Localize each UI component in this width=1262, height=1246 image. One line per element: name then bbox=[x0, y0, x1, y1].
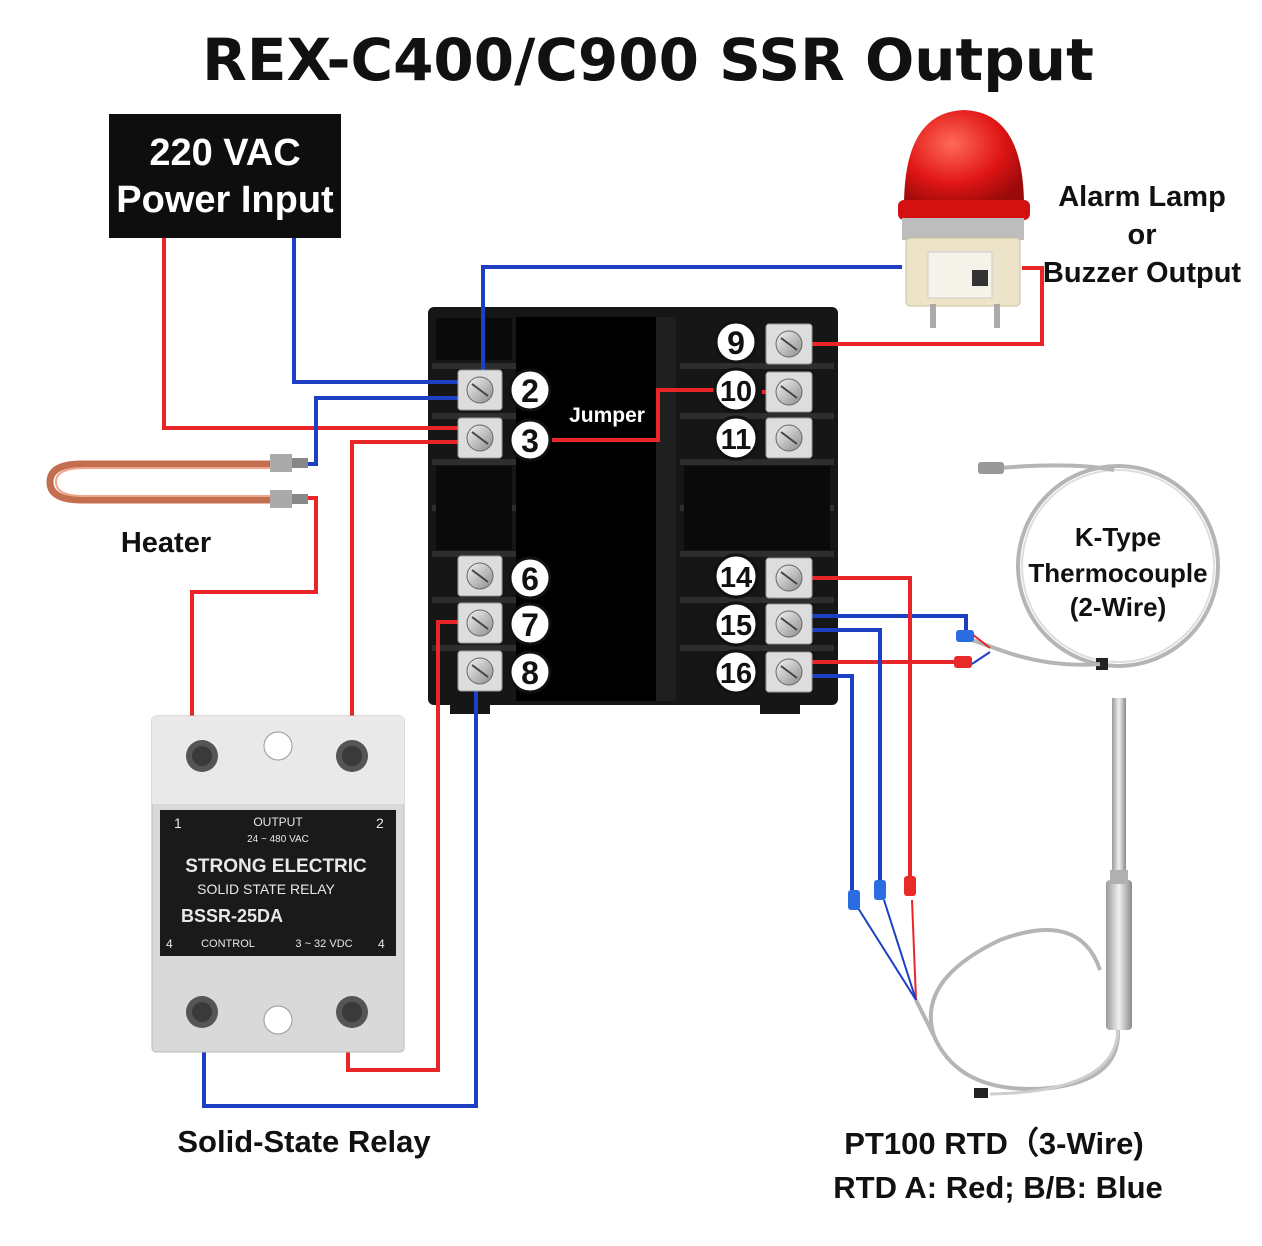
ssr-pin-3: 4 bbox=[166, 937, 173, 951]
svg-text:7: 7 bbox=[521, 607, 539, 643]
ssr-control-label: CONTROL bbox=[201, 938, 255, 950]
terminal-badge-7: 7 bbox=[508, 602, 552, 646]
svg-text:(2-Wire): (2-Wire) bbox=[1070, 592, 1167, 622]
ssr-output-label: OUTPUT bbox=[253, 815, 303, 829]
svg-text:2: 2 bbox=[521, 373, 539, 409]
svg-text:or: or bbox=[1128, 219, 1157, 251]
ssr-caption: Solid-State Relay bbox=[177, 1124, 431, 1159]
rtd-red-wire bbox=[790, 576, 912, 878]
ssr-type: SOLID STATE RELAY bbox=[197, 881, 335, 897]
svg-text:15: 15 bbox=[720, 610, 752, 642]
page-title: REX-C400/C900 SSR Output bbox=[202, 26, 1094, 94]
screw-6 bbox=[457, 555, 503, 597]
svg-text:16: 16 bbox=[720, 658, 752, 690]
svg-text:Buzzer Output: Buzzer Output bbox=[1043, 257, 1241, 289]
svg-text:14: 14 bbox=[720, 562, 752, 594]
terminal-badge-6: 6 bbox=[508, 556, 552, 600]
svg-text:8: 8 bbox=[521, 655, 539, 691]
screw-2 bbox=[457, 369, 503, 411]
svg-text:6: 6 bbox=[521, 561, 539, 597]
screw-11 bbox=[765, 417, 813, 459]
tc-blue-wire bbox=[790, 614, 968, 636]
pt100-rtd-probe bbox=[848, 698, 1132, 1098]
terminal-badge-10: 10 bbox=[713, 367, 759, 413]
jumper-wire bbox=[552, 388, 714, 442]
svg-text:K-Type: K-Type bbox=[1075, 522, 1161, 552]
screw-10 bbox=[765, 371, 813, 413]
terminal-badge-11: 11 bbox=[713, 415, 759, 461]
power-input-line2: Power Input bbox=[116, 179, 334, 221]
alarm-lamp bbox=[898, 110, 1030, 328]
k-type-thermocouple bbox=[954, 462, 1220, 670]
svg-text:RTD A: Red; B/B: Blue: RTD A: Red; B/B: Blue bbox=[833, 1170, 1163, 1205]
wires bbox=[162, 238, 1044, 1108]
screw-14 bbox=[765, 557, 813, 599]
terminal-screws bbox=[457, 323, 813, 693]
ssr-control-range: 3 ~ 32 VDC bbox=[295, 938, 352, 950]
svg-text:11: 11 bbox=[721, 424, 752, 456]
screw-15 bbox=[765, 603, 813, 645]
terminal-badge-9: 9 bbox=[714, 320, 758, 364]
ssr-control-blue-wire bbox=[202, 670, 478, 1108]
ssr-output-range: 24 ~ 480 VAC bbox=[247, 834, 309, 845]
power-input-line1: 220 VAC bbox=[149, 132, 300, 174]
svg-text:9: 9 bbox=[727, 325, 745, 361]
screw-16 bbox=[765, 651, 813, 693]
power-input-box: 220 VAC Power Input bbox=[109, 114, 341, 238]
power-red-wire bbox=[162, 238, 472, 430]
svg-text:Alarm Lamp: Alarm Lamp bbox=[1058, 181, 1226, 213]
alarm-red-wire bbox=[792, 266, 1044, 346]
ssr-output2-red-wire bbox=[350, 440, 474, 744]
alarm-blue-wire bbox=[481, 265, 902, 385]
ssr-brand: STRONG ELECTRIC bbox=[185, 856, 367, 877]
svg-text:PT100 RTD（3-Wire): PT100 RTD（3-Wire) bbox=[844, 1126, 1143, 1161]
screw-7 bbox=[457, 602, 503, 644]
ssr-pin-2: 2 bbox=[376, 815, 384, 831]
terminal-number-badges: 2 3 6 7 8 9 10 11 14 15 16 bbox=[508, 320, 759, 695]
heater bbox=[46, 454, 308, 508]
terminal-badge-3: 3 bbox=[508, 418, 552, 462]
rtd-blue-wire-b1 bbox=[790, 628, 882, 882]
screw-8 bbox=[457, 650, 503, 692]
heater-blue-wire bbox=[308, 396, 474, 466]
power-blue-wire bbox=[292, 238, 472, 384]
ssr-model: BSSR-25DA bbox=[181, 906, 283, 926]
terminal-badge-16: 16 bbox=[713, 649, 759, 695]
screw-9 bbox=[765, 323, 813, 365]
heater-red-wire bbox=[190, 496, 318, 744]
thermocouple-label: K-Type Thermocouple (2-Wire) bbox=[1028, 522, 1207, 622]
terminal-badge-8: 8 bbox=[508, 650, 552, 694]
svg-text:10: 10 bbox=[720, 376, 752, 408]
ssr-pin-4: 4 bbox=[378, 937, 385, 951]
heater-label: Heater bbox=[121, 527, 211, 559]
svg-text:3: 3 bbox=[521, 423, 539, 459]
ssr-pin-1: 1 bbox=[174, 815, 182, 831]
terminal-badge-2: 2 bbox=[508, 368, 552, 412]
alarm-label: Alarm Lamp or Buzzer Output bbox=[1043, 181, 1241, 289]
terminal-badge-15: 15 bbox=[713, 601, 759, 647]
screw-3 bbox=[457, 417, 503, 459]
svg-text:Thermocouple: Thermocouple bbox=[1028, 558, 1207, 588]
rtd-label: PT100 RTD（3-Wire) RTD A: Red; B/B: Blue bbox=[833, 1126, 1163, 1205]
solid-state-relay: 1 2 OUTPUT 24 ~ 480 VAC STRONG ELECTRIC … bbox=[151, 715, 405, 1053]
jumper-label: Jumper bbox=[569, 404, 645, 427]
terminal-badge-14: 14 bbox=[713, 553, 759, 599]
